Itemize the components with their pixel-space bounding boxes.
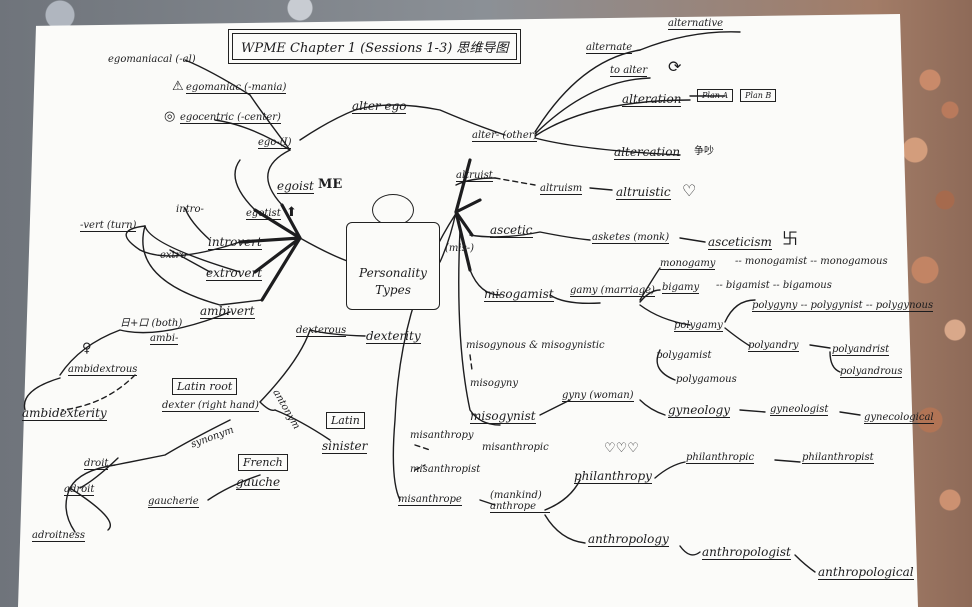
polygamist: polygamist: [656, 350, 712, 361]
ascetic: ascetic: [490, 223, 533, 238]
misanthropy: misanthropy: [410, 430, 474, 441]
warning-icon: ⚠: [172, 79, 184, 94]
misanthrope: misanthrope: [398, 494, 462, 506]
vert-root: -vert (turn): [80, 220, 137, 232]
robot-body: Personality Types: [346, 222, 440, 310]
egotist: egotist: [246, 208, 281, 220]
introvert: introvert: [208, 235, 262, 250]
misogamist: misogamist: [484, 287, 554, 302]
target-icon: ◎: [164, 109, 176, 124]
gamy: gamy (marriage): [570, 285, 655, 297]
anthropological: anthropological: [818, 565, 914, 580]
intro-prefix: intro-: [176, 204, 204, 215]
altruistic: altruistic: [616, 185, 671, 200]
gynecological: gynecological: [864, 412, 934, 424]
paper-sheet: [18, 14, 918, 607]
polyandrist: polyandrist: [832, 344, 890, 356]
misogyny: misogyny: [470, 378, 518, 389]
me-label: ME: [318, 177, 343, 192]
ambi-prefix: ambi-: [150, 333, 179, 345]
polygamous: polygamous: [676, 374, 737, 385]
alter-prefix: alter- (other): [472, 130, 538, 142]
extro-prefix: extro-: [160, 250, 190, 261]
anthropology: anthropology: [588, 532, 669, 547]
robot-head: [372, 194, 414, 226]
altruist: altruist: [456, 170, 493, 182]
misogynist: misogynist: [470, 409, 536, 424]
heart-icon: ♡: [682, 181, 697, 200]
adroitness: adroitness: [32, 530, 86, 542]
sinister: sinister: [322, 439, 368, 454]
anthrope: (mankind) anthrope: [490, 490, 550, 513]
dexterous: dexterous: [296, 325, 347, 337]
latin-root-box: Latin root: [172, 378, 238, 395]
polyandrous: polyandrous: [840, 366, 903, 378]
ambidextrous: ambidextrous: [68, 364, 138, 376]
misanthropist: misanthropist: [410, 464, 481, 475]
page-title: WPME Chapter 1 (Sessions 1-3) 思维导图: [227, 29, 522, 64]
plan-b-box: Plan B: [740, 89, 777, 102]
latin-box: Latin: [326, 412, 365, 429]
droit: droit: [84, 458, 109, 470]
hearts-icon: ♡♡♡: [604, 441, 639, 456]
adroit: adroit: [64, 484, 95, 496]
alternative: alternative: [668, 18, 724, 30]
philanthropic: philanthropic: [686, 452, 755, 464]
gyneology: gyneology: [668, 403, 731, 418]
plan-a-box: Plan A: [697, 89, 734, 102]
ego: ego-(I): [258, 137, 292, 149]
egocentric: egocentric (-center): [180, 112, 281, 124]
robot-figure: Personality Types: [346, 194, 440, 310]
ambivert: ambivert: [200, 304, 255, 319]
gaucherie: gaucherie: [148, 496, 199, 508]
alter-ego: alter ego: [352, 99, 407, 114]
up-arrow-icon: ⬆: [286, 205, 297, 220]
french-box: French: [238, 454, 288, 471]
monogamist: -- monogamist -- monogamous: [735, 256, 888, 267]
swastika-icon: 卐: [782, 229, 799, 248]
ambidexterity: ambidexterity: [22, 406, 107, 421]
asceticism: asceticism: [708, 235, 772, 250]
anthropologist: anthropologist: [702, 545, 791, 560]
center-topic: Personality Types: [359, 266, 427, 297]
philanthropist: philanthropist: [802, 452, 874, 464]
polyandry: polyandry: [748, 340, 799, 352]
altercation: altercation: [614, 145, 681, 160]
gyny: gyny (woman): [562, 390, 634, 402]
bigamy: bigamy: [662, 282, 700, 294]
altruism: altruism: [540, 183, 583, 195]
center-link-label: (mis-): [445, 243, 474, 254]
monogamy: monogamy: [660, 258, 716, 270]
egomaniacal: egomaniacal (-al): [108, 54, 196, 65]
polygyny: polygyny -- polygynist -- polygynous: [752, 300, 934, 312]
ambi-note: 日+口 (both): [120, 318, 183, 329]
misanthropic: misanthropic: [482, 442, 549, 453]
polygamy: polygamy: [674, 320, 723, 332]
dexter: dexter (right hand): [162, 400, 259, 412]
person-icon: ♀: [82, 341, 92, 356]
alteration: alteration: [622, 92, 682, 107]
dexterity: dexterity: [366, 329, 421, 344]
egoist: egoist: [277, 179, 314, 194]
gyneologist: gyneologist: [770, 404, 829, 416]
gauche: gauche: [236, 475, 281, 490]
to-alter: to alter: [610, 65, 648, 77]
altercation-note: 争吵: [694, 146, 714, 157]
bigamist: -- bigamist -- bigamous: [716, 280, 832, 291]
extrovert: extrovert: [206, 266, 263, 281]
philanthropy: philanthropy: [574, 469, 652, 484]
egomaniac: egomaniac (-mania): [186, 82, 287, 94]
alternate: alternate: [586, 42, 633, 54]
asketes: asketes (monk): [592, 232, 670, 244]
cycle-icon: ⟳: [668, 57, 682, 76]
misogynous: misogynous & misogynistic: [466, 340, 605, 351]
